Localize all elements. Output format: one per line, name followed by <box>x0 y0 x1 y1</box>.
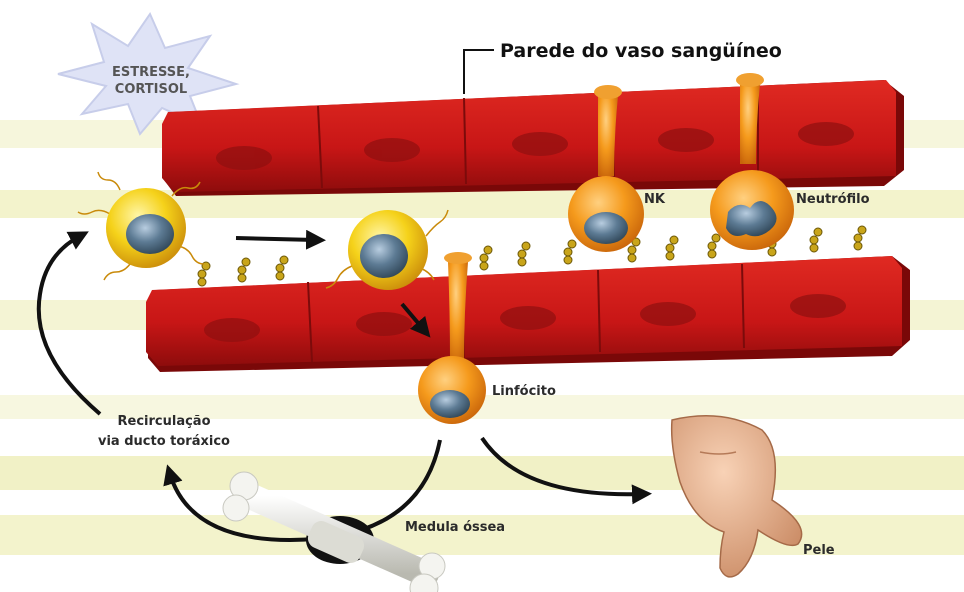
bone-marrow-label: Medula óssea <box>405 520 505 535</box>
nk-label: NK <box>644 192 665 207</box>
recirculation-label: Recirculação via ducto toráxico <box>74 412 254 452</box>
neutrophil-label: Neutrófilo <box>796 192 870 207</box>
upper-vessel-wall <box>162 80 904 196</box>
vessel-wall-label: Parede do vaso sangüíneo <box>500 40 782 62</box>
recirculation-label-line1: Recirculação <box>74 412 254 432</box>
circulating-lymphocyte <box>78 172 204 280</box>
vessel-label-leader <box>464 50 494 94</box>
rolling-arrow <box>236 238 316 240</box>
stress-label-line2: CORTISOL <box>96 81 206 98</box>
stress-label: ESTRESSE, CORTISOL <box>96 64 206 98</box>
skin-label: Pele <box>803 543 835 558</box>
lymphocyte-label: Linfócito <box>492 384 556 399</box>
recirculation-label-line2: via ducto toráxico <box>74 432 254 452</box>
lower-vessel-wall <box>146 256 910 372</box>
stress-label-line1: ESTRESSE, <box>96 64 206 81</box>
